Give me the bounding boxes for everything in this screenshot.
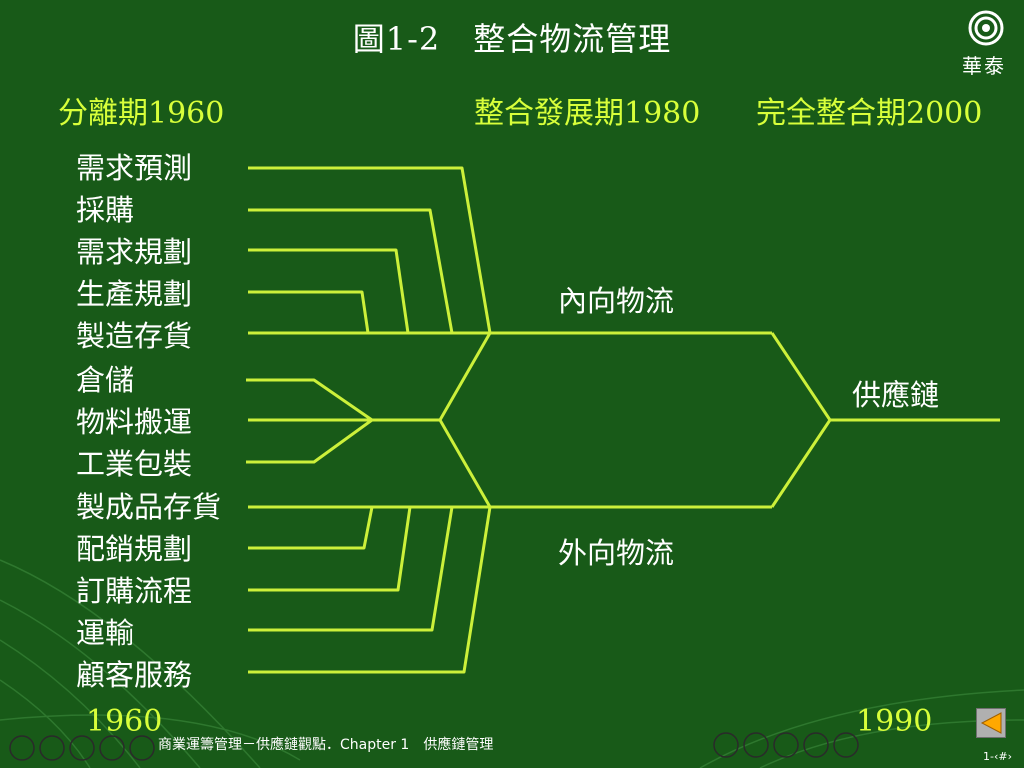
hexagon-right [770,332,832,508]
item-production-planning: 生產規劃 [76,277,193,311]
line-purchasing [248,208,454,334]
period-1960: 分離期1960 [58,96,225,131]
slide-title: 圖1-2 整合物流管理 [352,20,672,58]
line-industrial-packaging [246,418,373,464]
inbound-logistics-label: 內向物流 [558,284,675,318]
item-mfg-inventory: 製造存貨 [76,319,193,353]
line-demand-planning [248,248,410,334]
item-demand-planning: 需求規劃 [76,235,193,269]
line-demand-forecast [248,166,492,334]
year-left: 1960 [86,704,163,739]
item-distribution-planning: 配銷規劃 [76,532,193,566]
period-2000: 完全整合期2000 [756,96,983,131]
concentric-circles-icon [966,8,1006,52]
year-right: 1990 [856,704,933,739]
item-purchasing: 採購 [76,193,135,227]
item-customer-service: 顧客服務 [76,658,193,692]
line-warehousing [246,378,373,422]
triangle-left-icon [980,712,1002,734]
period-1980: 整合發展期1980 [474,96,701,131]
line-transportation [248,506,454,632]
item-transportation: 運輸 [76,616,135,650]
line-production-planning [248,290,370,334]
item-order-process: 訂購流程 [76,574,193,608]
line-order-process [248,506,412,592]
hexagon-left [438,332,492,508]
line-distribution-planning [248,506,374,550]
footer-text: 商業運籌管理－供應鏈觀點．Chapter 1 供應鏈管理 [158,737,494,753]
logo-text: 華泰 [962,54,1006,78]
line-customer-service [248,506,492,674]
item-warehousing: 倉儲 [76,363,135,397]
item-material-handling: 物料搬運 [76,405,193,439]
item-demand-forecast: 需求預測 [76,151,193,185]
outbound-logistics-label: 外向物流 [558,536,675,570]
page-number: 1-‹#› [983,750,1012,763]
back-button[interactable] [976,708,1006,738]
item-finished-goods: 製成品存貨 [76,490,222,524]
item-industrial-packaging: 工業包裝 [76,447,193,481]
supply-chain-label: 供應鏈 [852,378,940,412]
